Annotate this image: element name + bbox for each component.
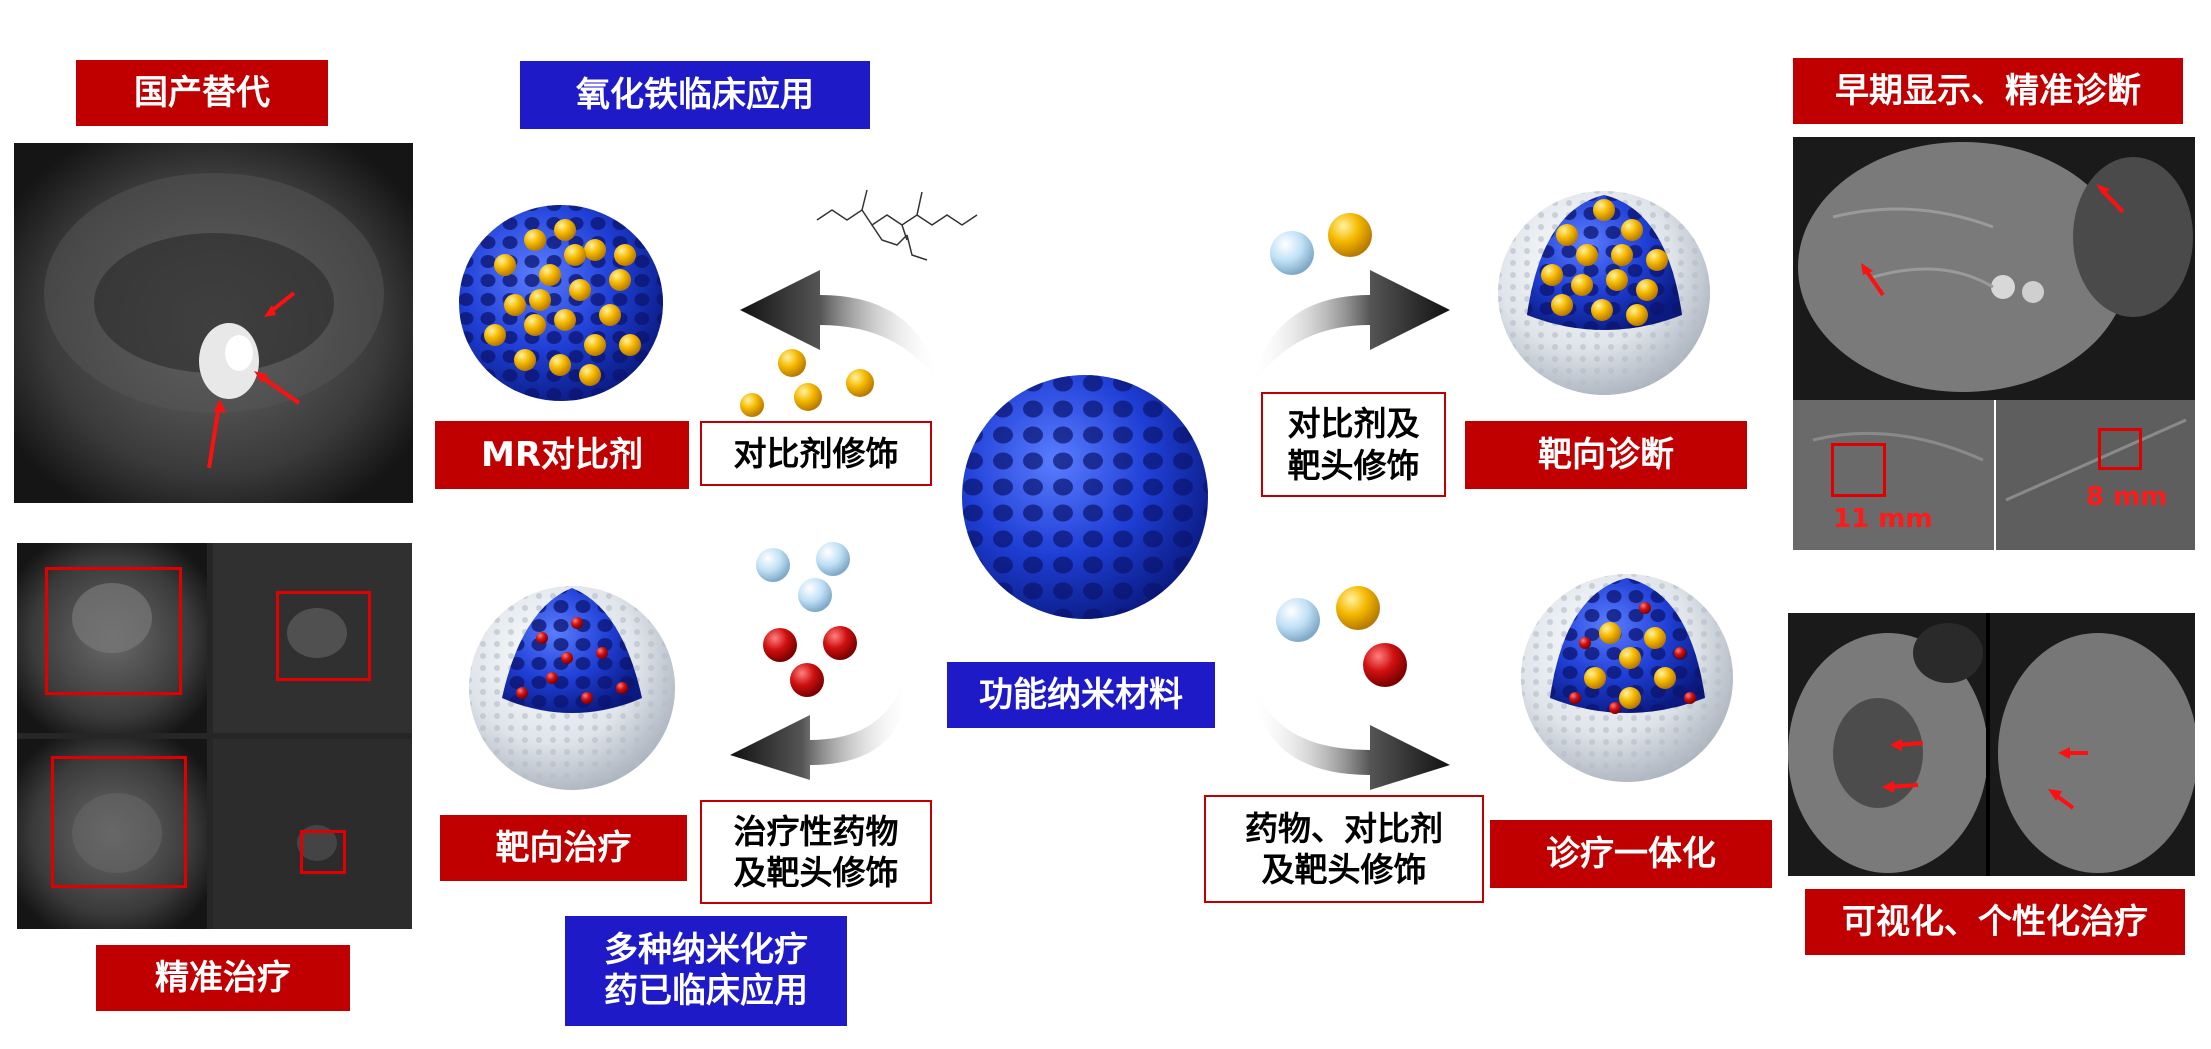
nanosphere-gold-loaded bbox=[459, 205, 663, 401]
roi-box bbox=[45, 567, 182, 695]
arrow-right-bottom bbox=[1250, 660, 1450, 790]
mri-image-liver-axial bbox=[1793, 137, 2195, 400]
label-domestic-replacement: 国产替代 bbox=[76, 60, 328, 126]
label-theranostics: 诊疗一体化 bbox=[1490, 820, 1772, 888]
label-iron-oxide-clinical: 氧化铁临床应用 bbox=[520, 61, 870, 129]
size-label-8mm: 8 mm bbox=[2086, 482, 2168, 512]
theranostic-particles bbox=[1276, 586, 1407, 687]
gold-particles bbox=[740, 349, 874, 417]
label-contrast-modification: 对比剂修饰 bbox=[700, 421, 932, 486]
label-line: 及靶头修饰 bbox=[1261, 850, 1427, 889]
label-contrast-target-modification: 对比剂及 靶头修饰 bbox=[1261, 392, 1446, 497]
mri-image-lesion-11mm: 11 mm bbox=[1793, 400, 1994, 550]
label-line: 对比剂及 bbox=[1287, 404, 1420, 444]
roi-box bbox=[51, 756, 187, 888]
size-label-11mm: 11 mm bbox=[1833, 504, 1933, 534]
arrow-left-bottom bbox=[730, 650, 911, 780]
nanosphere-shell-theranostic bbox=[1521, 574, 1733, 782]
label-line: 药物、对比剂 bbox=[1245, 808, 1443, 848]
arrow-right-top bbox=[1250, 270, 1450, 390]
label-line: 多种纳米化疗 bbox=[604, 930, 808, 971]
label-line: 及靶头修饰 bbox=[733, 853, 899, 892]
roi-box bbox=[276, 591, 371, 681]
label-line: 靶头修饰 bbox=[1287, 445, 1420, 485]
label-drug-target-modification: 治疗性药物 及靶头修饰 bbox=[700, 800, 932, 904]
roi-box bbox=[2098, 428, 2142, 470]
roi-box bbox=[300, 830, 346, 874]
mri-image-grid bbox=[17, 543, 412, 929]
chemical-structure-diagram bbox=[816, 189, 978, 261]
label-precision-therapy: 精准治疗 bbox=[96, 945, 350, 1011]
mri-image-lesion-8mm: 8 mm bbox=[1996, 400, 2195, 550]
mri-image-pelvis bbox=[14, 143, 413, 503]
label-visual-personal: 可视化、个性化治疗 bbox=[1805, 889, 2185, 955]
drug-and-contrast-particles bbox=[756, 542, 857, 697]
label-functional-nanomaterial: 功能纳米材料 bbox=[947, 662, 1215, 728]
label-targeted-therapy: 靶向治疗 bbox=[440, 815, 687, 881]
label-drug-contrast-target: 药物、对比剂 及靶头修饰 bbox=[1204, 795, 1484, 903]
nanosphere-shell-gold bbox=[1498, 191, 1710, 395]
roi-box bbox=[1831, 443, 1886, 497]
label-early-display: 早期显示、精准诊断 bbox=[1793, 58, 2183, 124]
central-nanosphere bbox=[962, 375, 1208, 619]
nanosphere-drug-loaded bbox=[469, 586, 675, 790]
label-line: 治疗性药物 bbox=[733, 811, 899, 851]
label-mr-contrast: MR对比剂 bbox=[435, 421, 689, 489]
label-targeted-diagnosis: 靶向诊断 bbox=[1465, 421, 1747, 489]
contrast-particles-pair bbox=[1270, 213, 1372, 275]
mri-image-liver-therapy bbox=[1788, 613, 2195, 876]
label-multi-nano-chemo: 多种纳米化疗 药已临床应用 bbox=[565, 916, 847, 1026]
label-line: 药已临床应用 bbox=[604, 971, 808, 1011]
arrow-left-top bbox=[740, 270, 940, 385]
